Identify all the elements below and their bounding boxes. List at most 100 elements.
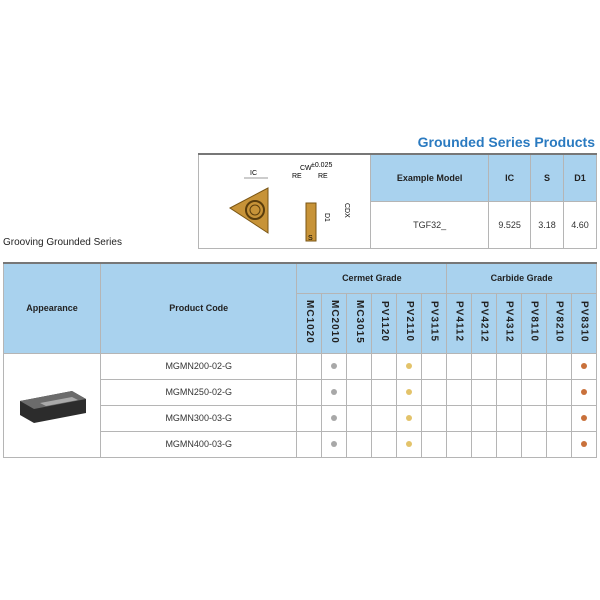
d1-value: 4.60 [563, 201, 597, 249]
grade-cell-PV4212 [471, 352, 498, 380]
grade-cell-PV4312 [496, 378, 523, 406]
table-row: MGMN250-02-G [4, 378, 598, 406]
grade-cell-PV4212 [471, 404, 498, 432]
grade-cell-PV1120 [371, 404, 398, 432]
example-model-value: TGF32_ [369, 201, 490, 249]
grade-cell-PV8310 [570, 430, 598, 458]
grade-cell-MC2010 [321, 352, 348, 380]
grade-table: Appearance Product Code Cermet Grade Car… [3, 262, 598, 458]
ic-value: 9.525 [488, 201, 532, 249]
availability-dot-icon [406, 441, 413, 447]
grade-cell-MC2010 [321, 378, 348, 406]
grade-column-label: PV3115 [428, 301, 440, 343]
grade-cell-PV8310 [570, 352, 598, 380]
grade-cell-MC1020 [296, 430, 323, 458]
grade-column-label: MC2010 [328, 300, 340, 344]
header-ic: IC [488, 153, 532, 202]
grade-column-label: PV2110 [403, 301, 415, 343]
grade-cell-PV8210 [546, 352, 572, 380]
grade-cell-PV8110 [521, 378, 547, 406]
availability-dot-icon [580, 363, 587, 369]
header-appearance: Appearance [3, 262, 101, 354]
grade-cell-MC3015 [346, 352, 373, 380]
grade-cell-PV8110 [521, 430, 547, 458]
grade-column-label: MC3015 [353, 300, 365, 344]
grade-cell-PV1120 [371, 352, 398, 380]
header-d1: D1 [563, 153, 597, 202]
availability-dot-icon [580, 389, 587, 395]
header-grade-PV4112: PV4112 [446, 292, 473, 354]
grade-column-label: PV8110 [528, 301, 540, 343]
header-grade-PV3115: PV3115 [421, 292, 448, 354]
grade-column-label: PV1120 [378, 301, 390, 343]
grade-cell-PV8310 [570, 404, 598, 432]
grade-cell-PV4112 [446, 404, 473, 432]
grade-cell-MC1020 [296, 404, 323, 432]
grade-cell-PV3115 [421, 352, 448, 380]
grade-cell-MC2010 [321, 404, 348, 432]
grade-cell-PV2110 [396, 378, 423, 406]
product-code: MGMN300-03-G [99, 404, 298, 432]
table-row: MGMN200-02-G [3, 352, 598, 458]
grade-cell-PV4312 [496, 404, 523, 432]
table-row: MGMN400-03-G [4, 430, 598, 458]
table-row: MGMN300-03-G [4, 404, 598, 432]
availability-dot-icon [406, 363, 413, 369]
insert-image [19, 391, 86, 423]
grade-cell-PV3115 [421, 430, 448, 458]
s-label: S [308, 235, 313, 242]
header-cermet-grade: Cermet Grade [296, 262, 448, 294]
availability-dot-icon [331, 441, 338, 447]
grade-cell-PV8210 [546, 404, 572, 432]
grade-column-label: PV8310 [578, 301, 590, 343]
cw-label: CW [300, 165, 312, 172]
header-grade-PV1120: PV1120 [371, 292, 398, 354]
header-carbide-grade: Carbide Grade [446, 262, 597, 294]
grade-cell-MC1020 [296, 352, 323, 380]
grade-cell-PV4212 [471, 430, 498, 458]
header-grade-PV4212: PV4212 [471, 292, 498, 354]
availability-dot-icon [331, 389, 338, 395]
section-title: Grounded Series Products [417, 134, 595, 150]
spec-table: IC CW ±0.025 RE RE CDX D1 S Example Mode… [198, 153, 597, 249]
d1-label: D1 [323, 213, 330, 222]
insert-diagram: IC CW ±0.025 RE RE CDX D1 S [198, 153, 371, 249]
re-label: RE [292, 173, 302, 180]
header-grade-PV4312: PV4312 [496, 292, 523, 354]
grade-cell-PV1120 [371, 430, 398, 458]
availability-dot-icon [406, 415, 413, 421]
header-product-code: Product Code [99, 262, 298, 354]
product-code: MGMN400-03-G [99, 430, 298, 458]
grade-cell-PV4312 [496, 430, 523, 458]
availability-dot-icon [331, 363, 338, 369]
grade-cell-PV8110 [521, 404, 547, 432]
header-example-model: Example Model [369, 153, 490, 202]
grade-column-label: PV8210 [553, 301, 565, 343]
grade-cell-MC1020 [296, 378, 323, 406]
grade-column-label: PV4212 [478, 301, 490, 343]
cdx-label: CDX [343, 203, 350, 218]
s-value: 3.18 [530, 201, 565, 249]
grade-cell-PV4112 [446, 352, 473, 380]
grade-column-label: PV4312 [503, 301, 515, 343]
grade-column-label: PV4112 [453, 301, 465, 343]
availability-dot-icon [580, 415, 587, 421]
header-grade-PV8210: PV8210 [546, 292, 572, 354]
header-grade-MC1020: MC1020 [296, 292, 323, 354]
grade-column-label: MC1020 [303, 300, 315, 344]
ic-label: IC [250, 170, 257, 177]
grade-cell-PV4112 [446, 378, 473, 406]
grade-cell-PV1120 [371, 378, 398, 406]
grade-cell-MC3015 [346, 404, 373, 432]
header-grade-PV2110: PV2110 [396, 292, 423, 354]
series-title: Grooving Grounded Series [3, 237, 122, 248]
grade-cell-MC2010 [321, 430, 348, 458]
grade-cell-PV8210 [546, 378, 572, 406]
grade-cell-MC3015 [346, 378, 373, 406]
header-grade-PV8110: PV8110 [521, 292, 547, 354]
grade-cell-PV8210 [546, 430, 572, 458]
header-grade-PV8310: PV8310 [570, 292, 598, 354]
grade-cell-PV3115 [421, 404, 448, 432]
grade-cell-MC3015 [346, 430, 373, 458]
grade-cell-PV2110 [396, 404, 423, 432]
